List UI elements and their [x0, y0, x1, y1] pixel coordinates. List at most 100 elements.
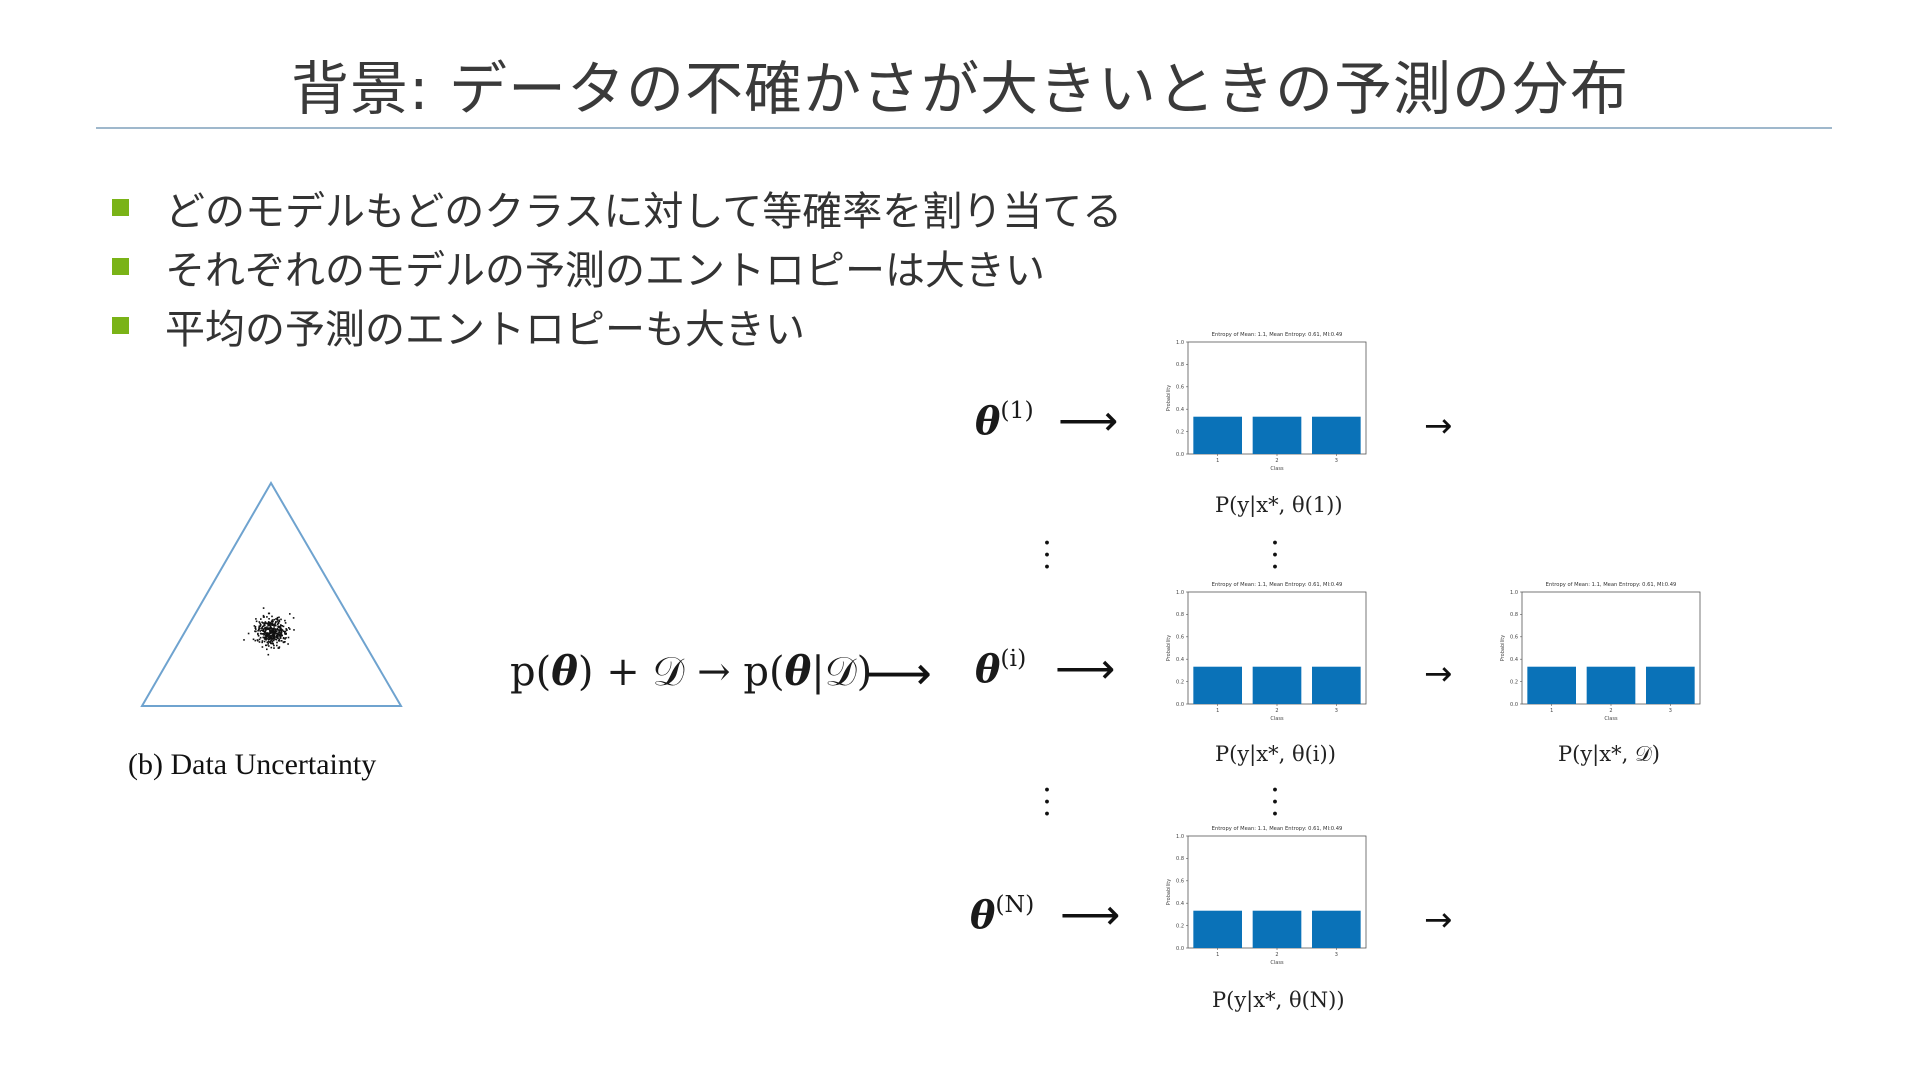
sample-point: [278, 620, 281, 623]
sample-point: [287, 643, 289, 645]
sample-point: [252, 638, 255, 641]
sample-point: [279, 635, 282, 638]
sample-point: [267, 621, 270, 623]
y-tick-label: 0.4: [1176, 407, 1184, 413]
y-axis-label: Probability: [1166, 879, 1172, 905]
sample-point: [272, 638, 274, 640]
sample-point: [263, 616, 265, 618]
sample-point: [278, 638, 281, 641]
sample-point: [261, 627, 263, 629]
sample-point: [257, 635, 260, 637]
chart-title: Entropy of Mean: 1.1, Mean Entropy: 0.61…: [1212, 332, 1343, 338]
sample-point: [265, 639, 267, 641]
chart-title: Entropy of Mean: 1.1, Mean Entropy: 0.61…: [1212, 582, 1343, 588]
sample-point: [274, 630, 277, 633]
sample-point: [274, 633, 276, 635]
sample-point: [282, 637, 285, 640]
sample-point: [284, 641, 286, 643]
sample-point: [277, 633, 279, 636]
vertical-dots-icon: ···: [1270, 526, 1280, 585]
sample-point: [281, 629, 284, 631]
x-tick-label: 1: [1216, 708, 1219, 714]
sample-point: [279, 629, 282, 631]
y-tick-label: 0.2: [1176, 429, 1184, 435]
sample-point: [266, 616, 268, 618]
sample-point: [273, 644, 275, 647]
y-tick-label: 0.2: [1176, 923, 1184, 929]
sample-point: [247, 632, 250, 635]
sample-point: [278, 635, 281, 637]
sample-point: [278, 616, 280, 619]
sample-point: [270, 620, 273, 622]
vertical-dots-icon: ···: [1270, 773, 1280, 832]
sample-point: [271, 639, 273, 642]
sample-point: [258, 621, 261, 623]
sample-point: [266, 648, 268, 651]
sample-point: [285, 637, 287, 639]
y-tick-label: 0.2: [1176, 679, 1184, 685]
sample-point: [268, 635, 270, 638]
sample-point: [280, 624, 282, 627]
sample-point: [257, 629, 259, 632]
sample-point: [267, 632, 269, 634]
sample-point: [284, 619, 286, 622]
theta-N-label: θ(N): [970, 890, 1035, 938]
sample-point: [278, 647, 280, 649]
sample-point: [271, 629, 273, 632]
y-tick-label: 1.0: [1176, 590, 1184, 596]
bar: [1312, 416, 1361, 454]
sample-point: [270, 627, 272, 629]
sample-point: [278, 646, 281, 648]
y-tick-label: 0.0: [1176, 702, 1184, 708]
sample-point: [279, 633, 282, 636]
sample-point: [270, 642, 272, 644]
sample-point: [280, 640, 283, 642]
sample-point: [257, 633, 259, 636]
x-tick-label: 2: [1275, 708, 1278, 714]
sample-point: [277, 639, 280, 642]
y-tick-label: 0.6: [1176, 879, 1184, 885]
sample-point: [273, 634, 276, 637]
sample-point: [267, 636, 269, 639]
sample-point: [266, 638, 269, 640]
sample-point: [273, 637, 276, 639]
sample-point: [261, 641, 263, 644]
y-tick-label: 0.0: [1176, 946, 1184, 952]
sample-point: [268, 618, 270, 620]
sample-point: [262, 629, 265, 631]
sample-point: [274, 628, 276, 630]
sample-point: [267, 635, 269, 637]
x-tick-label: 3: [1335, 708, 1338, 714]
simplex-caption: (b) Data Uncertainty: [128, 748, 377, 781]
bullet-item: それぞれのモデルの予測のエントロピーは大きい: [112, 237, 1122, 296]
y-tick-label: 0.8: [1510, 612, 1518, 618]
sample-point: [287, 636, 290, 639]
y-tick-label: 0.6: [1176, 385, 1184, 391]
sample-point: [283, 630, 286, 633]
sample-point: [262, 630, 265, 632]
sample-point: [270, 623, 272, 625]
sample-point: [273, 631, 276, 634]
sample-point: [277, 632, 280, 634]
y-tick-label: 0.8: [1176, 362, 1184, 368]
sample-point: [263, 634, 265, 636]
bullet-text: それぞれのモデルの予測のエントロピーは大きい: [165, 247, 1045, 294]
sample-point: [262, 622, 264, 624]
sample-point: [278, 640, 281, 642]
sample-point: [262, 607, 265, 609]
sample-point: [263, 638, 266, 640]
sample-point: [271, 622, 274, 624]
sample-point: [276, 627, 278, 630]
x-tick-label: 2: [1275, 952, 1278, 958]
sample-point: [281, 625, 283, 627]
sample-point: [268, 637, 271, 640]
y-tick-label: 0.2: [1510, 679, 1518, 685]
sample-point: [265, 644, 267, 647]
sample-point: [265, 644, 268, 647]
theta-i-label: θ(i): [975, 644, 1027, 692]
sample-point: [289, 613, 291, 615]
sample-point: [277, 622, 280, 625]
y-tick-label: 0.8: [1176, 612, 1184, 618]
sample-point: [269, 630, 271, 633]
theta-symbol: θ: [551, 648, 578, 695]
